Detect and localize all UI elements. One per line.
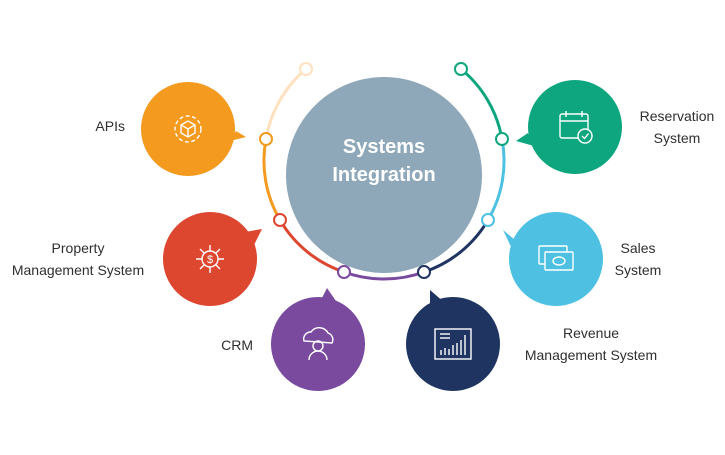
label-reservation: Reservation System	[632, 105, 722, 149]
ring-arc-sales	[486, 138, 506, 221]
connector-dot-property	[273, 213, 287, 227]
center-circle	[286, 77, 482, 273]
connector-dot-revenue	[417, 265, 431, 279]
label-reservation-line1: Reservation	[639, 108, 715, 124]
ring-arc-apis	[262, 138, 282, 221]
ring-arc-revenue	[423, 219, 490, 274]
cloud-user-icon	[303, 327, 334, 361]
calendar-check-icon	[559, 111, 593, 144]
ring-arc-crm	[343, 270, 425, 281]
ring-arc-top	[264, 67, 307, 140]
label-property: Property Management System	[2, 237, 154, 281]
label-property-line1: Property	[51, 240, 105, 256]
connector-dot-sales	[481, 213, 495, 227]
label-crm-line1: CRM	[221, 337, 253, 353]
ring-arc-reservation	[460, 67, 504, 140]
label-apis: APIs	[80, 115, 125, 137]
center-title-line1: Systems	[343, 136, 425, 158]
label-reservation-line2: System	[653, 130, 701, 146]
crm-bubble-circle	[271, 297, 365, 391]
node-property: $	[163, 212, 262, 306]
reservation-bubble-circle	[528, 80, 622, 174]
label-crm: CRM	[200, 334, 253, 356]
label-apis-line1: APIs	[95, 118, 125, 134]
node-reservation	[516, 80, 622, 174]
label-sales: Sales System	[608, 237, 668, 281]
cube-gear-icon	[174, 115, 202, 143]
connector-dot-top-right	[454, 62, 468, 76]
svg-text:$: $	[207, 254, 213, 266]
label-sales-line2: System	[614, 262, 662, 278]
label-revenue-line2: Management System	[524, 347, 658, 363]
dollar-network-icon: $	[196, 245, 224, 273]
connector-dot-apis	[259, 132, 273, 146]
property-bubble-tail	[245, 229, 262, 245]
connector-dot-crm	[337, 265, 351, 279]
property-bubble-circle	[163, 212, 257, 306]
bar-chart-icon	[434, 328, 472, 360]
label-revenue-line1: Revenue	[562, 325, 620, 341]
node-apis	[141, 82, 246, 176]
ring-arc-property	[278, 219, 345, 274]
label-property-line2: Management System	[11, 262, 145, 278]
label-sales-line1: Sales	[620, 240, 656, 256]
node-revenue	[406, 290, 500, 391]
node-crm	[271, 288, 365, 391]
connector-dot-reservation	[495, 132, 509, 146]
revenue-bubble-circle	[406, 297, 500, 391]
cash-bills-icon	[538, 245, 574, 271]
label-revenue: Revenue Management System	[515, 322, 667, 366]
node-sales	[503, 212, 603, 306]
center-title-line2: Integration	[332, 164, 435, 186]
connector-dot-top-left	[299, 62, 313, 76]
